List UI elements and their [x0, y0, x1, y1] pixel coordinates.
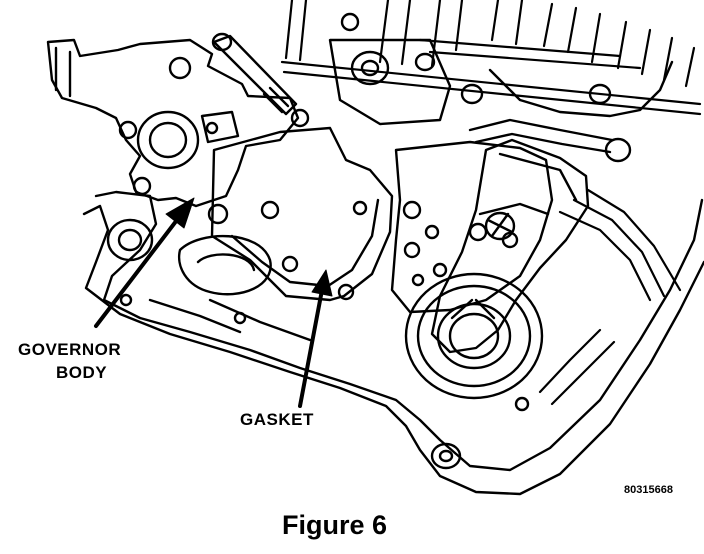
- servo-lever: [430, 138, 590, 354]
- governor-body-label-line2: BODY: [56, 363, 108, 382]
- valve-body-ribs: [280, 0, 702, 116]
- governor-body-arrowhead: [165, 197, 195, 229]
- lower-bore: [106, 218, 272, 296]
- transmission-case-outline: [82, 190, 704, 496]
- governor-bolt: [211, 32, 298, 116]
- governor-body: [46, 38, 310, 225]
- image-code: 80315668: [624, 484, 673, 496]
- valve-body-upper: [328, 12, 674, 163]
- servo-piston: [404, 272, 544, 400]
- lower-right-rails: [538, 188, 682, 406]
- callout-arrows: [94, 197, 333, 408]
- gasket-label: GASKET: [240, 410, 314, 429]
- figure-caption: Figure 6: [282, 510, 388, 540]
- gasket-arrow: [298, 288, 324, 408]
- governor-body-arrow: [94, 214, 182, 328]
- valve-body-right: [390, 140, 554, 314]
- governor-body-label-line1: GOVERNOR: [18, 340, 122, 359]
- gasket-arrowhead: [311, 269, 333, 297]
